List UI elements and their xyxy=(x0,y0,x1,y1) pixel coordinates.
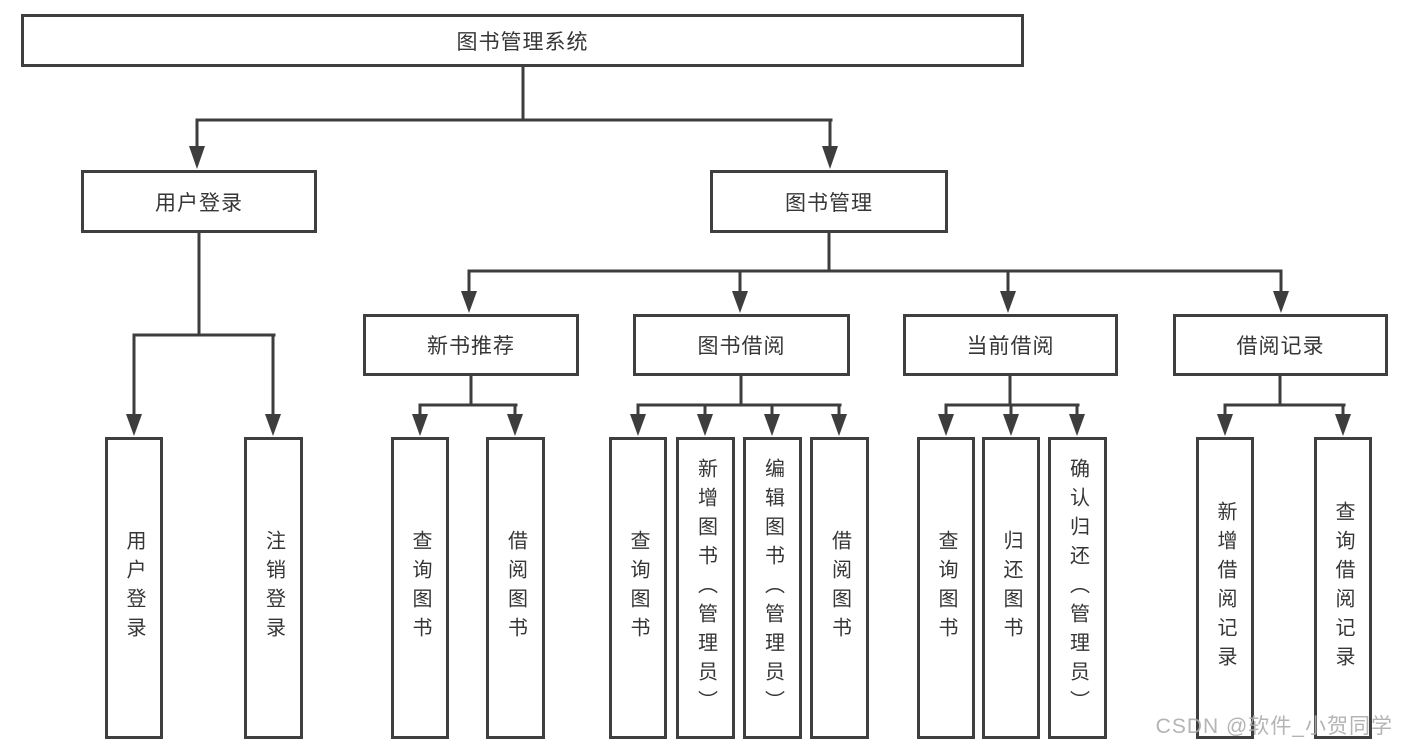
leaf-query-books-recommend: 查询图书 xyxy=(391,437,449,739)
node-borrow-records: 借阅记录 xyxy=(1173,314,1388,376)
leaf-add-borrow-record: 新增借阅记录 xyxy=(1196,437,1254,739)
leaf-query-books-current: 查询图书 xyxy=(917,437,975,739)
leaf-label: 借阅图书 xyxy=(828,530,851,646)
node-user-login: 用户登录 xyxy=(81,170,317,233)
leaf-label: 新增图书（管理员） xyxy=(694,457,717,719)
leaf-borrow-books-recommend: 借阅图书 xyxy=(486,437,545,739)
leaf-label: 借阅图书 xyxy=(504,530,527,646)
node-label: 借阅记录 xyxy=(1236,335,1325,358)
node-label: 图书借阅 xyxy=(697,335,786,358)
leaf-label: 查询借阅记录 xyxy=(1332,501,1354,675)
leaf-logout: 注销登录 xyxy=(244,437,303,739)
node-book-management: 图书管理 xyxy=(710,170,948,233)
leaf-label: 归还图书 xyxy=(1000,530,1022,646)
node-label: 图书管理 xyxy=(785,191,873,215)
leaf-label: 注销登录 xyxy=(262,530,285,646)
leaf-add-book-admin: 新增图书（管理员） xyxy=(676,437,735,739)
leaf-label: 查询图书 xyxy=(409,530,431,646)
node-label: 当前借阅 xyxy=(966,335,1055,358)
leaf-query-books-borrow: 查询图书 xyxy=(609,437,667,739)
leaf-label: 新增借阅记录 xyxy=(1214,501,1236,675)
leaf-confirm-return-admin: 确认归还（管理员） xyxy=(1048,437,1107,739)
node-label: 用户登录 xyxy=(155,191,243,215)
node-library-system: 图书管理系统 xyxy=(21,14,1024,67)
leaf-return-books: 归还图书 xyxy=(982,437,1040,739)
csdn-watermark: CSDN @软件_小贺同学 xyxy=(1155,715,1393,738)
node-label: 图书管理系统 xyxy=(456,30,589,54)
leaf-label: 确认归还（管理员） xyxy=(1066,457,1089,719)
node-label: 新书推荐 xyxy=(427,335,515,358)
leaf-edit-book-admin: 编辑图书（管理员） xyxy=(743,437,802,739)
leaf-user-login: 用户登录 xyxy=(105,437,163,739)
leaf-label: 编辑图书（管理员） xyxy=(761,457,784,719)
leaf-borrow-books: 借阅图书 xyxy=(810,437,869,739)
leaf-query-borrow-record: 查询借阅记录 xyxy=(1314,437,1372,739)
leaf-label: 查询图书 xyxy=(935,530,957,646)
leaf-label: 查询图书 xyxy=(627,530,649,646)
leaf-label: 用户登录 xyxy=(123,530,145,646)
node-current-borrow: 当前借阅 xyxy=(903,314,1118,376)
node-new-book-recommend: 新书推荐 xyxy=(363,314,579,376)
node-book-borrow: 图书借阅 xyxy=(633,314,850,376)
